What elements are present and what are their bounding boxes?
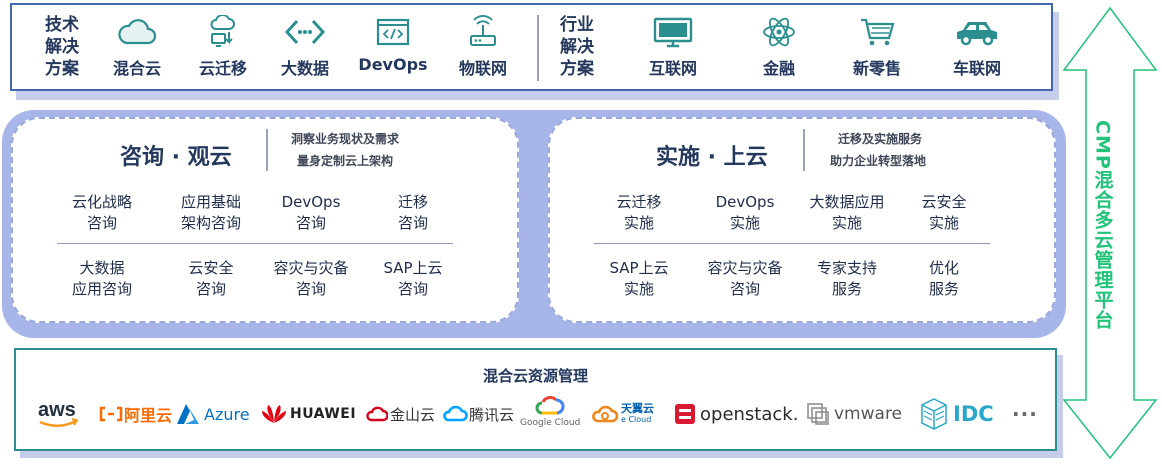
server-cube-icon: [921, 398, 947, 430]
tianyi-cloud-icon: [592, 405, 619, 423]
consulting-service: 云安全 咨询: [188, 259, 234, 298]
implementation-title: 实施 · 上云: [656, 145, 768, 170]
tianyi-logo-subtext: e Cloud: [621, 415, 652, 424]
tech-item-cloud-migration[interactable]: 云迁移: [178, 15, 268, 85]
industry-item-label: 互联网: [648, 59, 697, 78]
implementation-service: SAP上云 实施: [609, 259, 669, 298]
tech-item-label: DevOps: [358, 55, 428, 74]
resource-management-band: 混合云资源管理 aws 阿里云 Azure: [14, 348, 1057, 451]
kingsoft-logo-text: 金山云: [390, 405, 436, 424]
consulting-service: DevOps 咨询: [281, 193, 341, 232]
cart-icon: [861, 18, 895, 46]
solutions-band: 技术 解决 方案 混合云 云迁移 大数据 DevOps: [10, 3, 1053, 91]
tech-item-label: 云迁移: [198, 59, 247, 78]
aws-logo-text: aws: [38, 399, 76, 421]
code-window-icon: [376, 18, 410, 46]
industry-item-iov[interactable]: 车联网: [932, 15, 1022, 85]
implementation-service: 云迁移 实施: [616, 193, 662, 232]
tencent-logo-text: 腾讯云: [469, 405, 515, 424]
consulting-panel: 咨询 · 观云 洞察业务现状及需求 量身定制云上架构 云化战略 咨询 应用基础 …: [11, 117, 519, 323]
industry-item-internet[interactable]: 互联网: [628, 15, 718, 85]
tech-item-big-data[interactable]: 大数据: [260, 15, 350, 85]
more-icon: ···: [1012, 394, 1038, 434]
atom-icon: [763, 17, 795, 47]
more-ellipsis: ···: [1012, 402, 1038, 426]
consulting-row-separator: [57, 243, 453, 244]
azure-logo-text: Azure: [204, 404, 250, 424]
azure-logo: Azure: [174, 394, 250, 434]
aliyun-logo: 阿里云: [98, 394, 172, 434]
implementation-desc-1: 迁移及实施服务: [838, 132, 923, 146]
aliyun-bracket-icon: [99, 406, 123, 422]
cloud-migrate-icon: [210, 15, 235, 47]
vmware-logo-text: vmware: [834, 404, 903, 424]
router-icon: [470, 15, 496, 46]
tech-item-iot[interactable]: 物联网: [438, 15, 528, 85]
openstack-square-icon: [675, 404, 695, 424]
kingsoft-cloud-logo: 金山云: [366, 394, 435, 434]
tianyi-logo-text: 天翼云: [621, 402, 654, 415]
industry-item-label: 金融: [762, 59, 795, 78]
implementation-service: 大数据应用 实施: [809, 193, 885, 232]
consulting-desc-2: 量身定制云上架构: [297, 154, 394, 168]
tech-item-label: 物联网: [458, 59, 507, 78]
huawei-logo: HUAWEI: [260, 394, 356, 434]
kingsoft-cloud-icon: [366, 406, 388, 422]
code-arrows-icon: [284, 19, 326, 45]
tech-item-label: 混合云: [112, 59, 161, 78]
google-cloud-icon: [535, 396, 565, 415]
implementation-service: 容灾与灾备 咨询: [707, 259, 783, 298]
huawei-petals-icon: [262, 405, 286, 423]
consulting-service: 迁移 咨询: [397, 193, 428, 232]
implementation-service: 专家支持 服务: [816, 259, 877, 298]
consulting-service: 应用基础 架构咨询: [180, 193, 241, 232]
implementation-service: DevOps 实施: [715, 193, 775, 232]
tech-item-label: 大数据: [280, 59, 329, 78]
car-icon: [957, 22, 997, 46]
cmp-platform-label: CMP混合多云管理平台: [1091, 120, 1114, 330]
industry-item-label: 新零售: [852, 59, 901, 78]
implementation-service: 云安全 实施: [921, 193, 967, 232]
consulting-title: 咨询 · 观云: [120, 145, 232, 170]
monitor-icon: [653, 17, 693, 48]
idc-logo-text: IDC: [953, 402, 994, 426]
tencent-cloud-logo: 腾讯云: [442, 394, 514, 434]
implementation-divider: [803, 129, 805, 171]
implementation-service: 优化 服务: [928, 259, 959, 298]
aws-logo: aws: [36, 394, 82, 434]
google-cloud-logo: Google Cloud: [520, 394, 580, 440]
tech-solutions-label: 技术 解决 方案: [45, 15, 79, 79]
consulting-service: 容灾与灾备 咨询: [273, 259, 349, 298]
openstack-logo: openstack.: [674, 394, 798, 434]
google-cloud-logo-text: Google Cloud: [520, 418, 581, 428]
vmware-logo: vmware: [806, 394, 902, 434]
industry-solutions-label: 行业 解决 方案: [560, 15, 594, 79]
tech-item-devops[interactable]: DevOps: [348, 15, 438, 85]
huawei-logo-text: HUAWEI: [290, 406, 357, 422]
consulting-service: SAP上云 咨询: [383, 259, 443, 298]
platform-double-arrow: [1062, 6, 1158, 460]
cloud-icon: [118, 19, 157, 45]
industry-item-label: 车联网: [952, 59, 1001, 78]
consulting-desc-1: 洞察业务现状及需求: [291, 132, 400, 146]
openstack-logo-text: openstack.: [700, 403, 799, 425]
tencent-cloud-icon: [443, 405, 468, 422]
vmware-squares-icon: [807, 403, 829, 425]
implementation-panel: 实施 · 上云 迁移及实施服务 助力企业转型落地 云迁移 实施 DevOps 实…: [548, 117, 1056, 323]
industry-item-new-retail[interactable]: 新零售: [832, 15, 922, 85]
implementation-desc-2: 助力企业转型落地: [830, 154, 927, 168]
industry-item-finance[interactable]: 金融: [734, 15, 824, 85]
idc-logo: IDC: [919, 394, 994, 434]
azure-a-icon: [177, 404, 199, 424]
resource-management-title: 混合云资源管理: [482, 367, 588, 385]
aliyun-logo-text: 阿里云: [124, 406, 173, 425]
consulting-service: 云化战略 咨询: [71, 193, 132, 232]
implementation-row-separator: [594, 243, 990, 244]
consulting-service: 大数据 应用咨询: [71, 259, 132, 298]
solutions-divider: [537, 15, 539, 81]
tianyi-cloud-logo: 天翼云 e Cloud: [590, 394, 654, 434]
consulting-divider: [266, 129, 268, 171]
tech-item-hybrid-cloud[interactable]: 混合云: [92, 15, 182, 85]
